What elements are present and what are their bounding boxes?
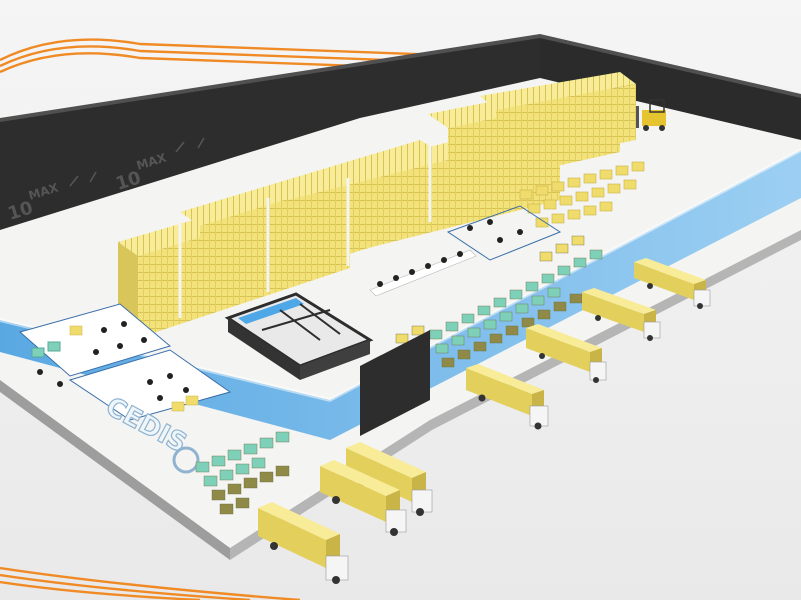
rack-block-top xyxy=(480,72,636,110)
trucks xyxy=(258,258,711,584)
truck-icon xyxy=(526,324,607,383)
back-wall xyxy=(0,36,540,230)
office-building xyxy=(224,292,374,380)
truck-icon xyxy=(634,258,711,309)
truck-icon xyxy=(582,288,661,341)
floor-edge xyxy=(0,380,230,560)
dock-wall xyxy=(360,330,430,436)
rack-block-side xyxy=(496,84,636,168)
storage-racks xyxy=(118,72,636,338)
truck-icon xyxy=(258,502,349,584)
brand-wheel-icon xyxy=(172,446,200,474)
dock-pallets-left xyxy=(195,431,290,515)
pallet-grid xyxy=(519,161,645,228)
truck-icon xyxy=(466,364,549,430)
orange-track-lines xyxy=(0,38,801,600)
back-wall-right xyxy=(540,36,801,140)
floor-edge-right xyxy=(230,230,801,560)
workstations-left xyxy=(18,303,232,421)
forklift-icon xyxy=(636,99,666,131)
workstations-center xyxy=(369,205,562,297)
arrow-marks xyxy=(69,137,205,187)
truck-icon xyxy=(320,460,407,536)
